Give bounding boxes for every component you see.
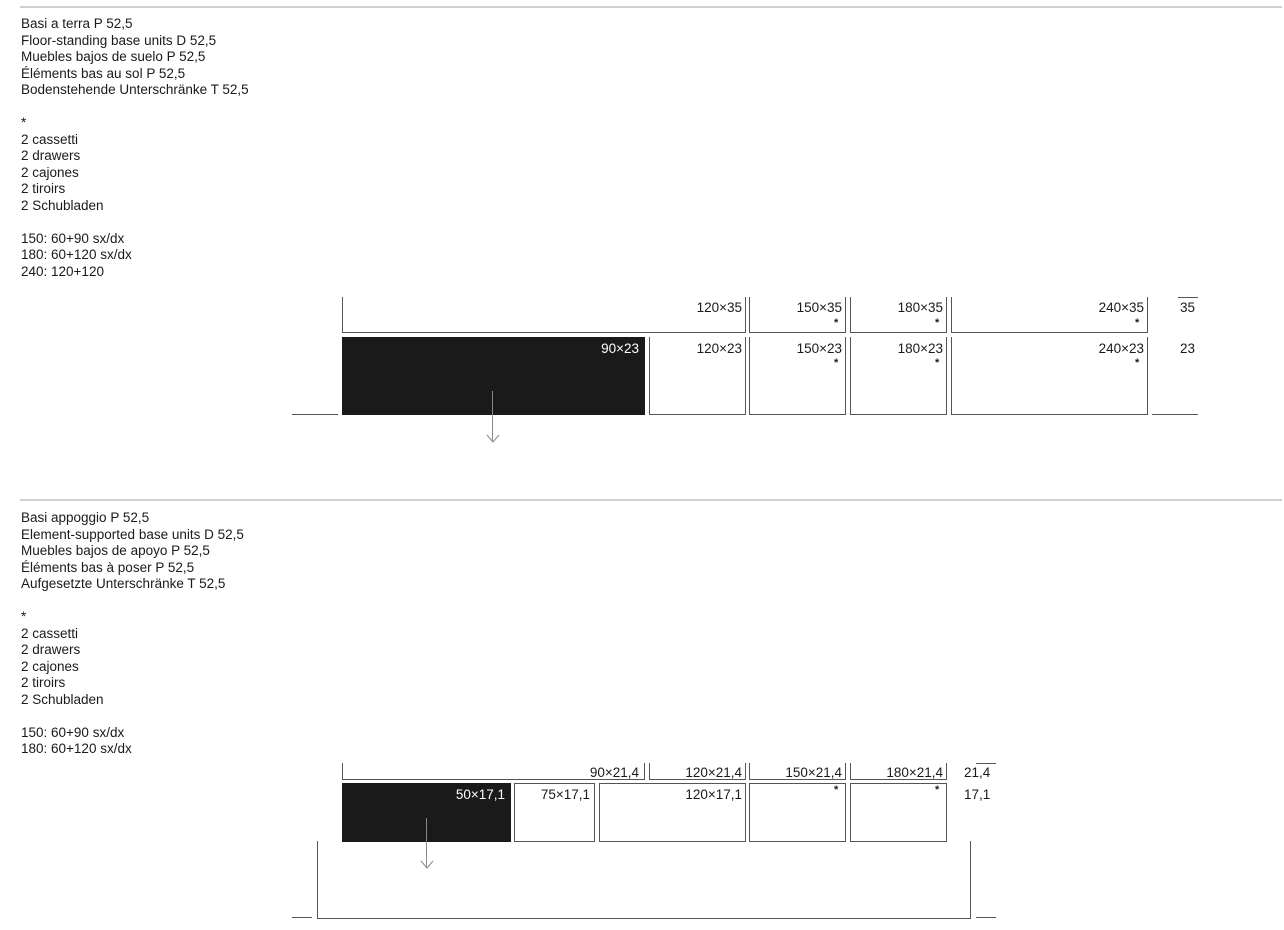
arrow-down-icon: [417, 818, 437, 872]
highlighted-unit-90x23: [342, 337, 645, 415]
highlight-label: 50×17,1: [455, 787, 505, 802]
unit-180x21-4: [850, 763, 947, 780]
drawer-line: 2 cajones: [21, 658, 79, 674]
height-label: 35: [1180, 300, 1196, 315]
note-marker: *: [21, 115, 27, 130]
height-label: 23: [1180, 341, 1196, 356]
unit-120x23: [649, 337, 746, 415]
dimension-label: 120×35: [696, 300, 742, 315]
arrow-down-icon: [483, 391, 503, 445]
title-line: Éléments bas à poser P 52,5: [21, 559, 195, 575]
drawer-line: 2 drawers: [21, 148, 81, 163]
height-label: 21,4: [964, 765, 991, 780]
drawer-marker: *: [834, 784, 839, 796]
title-line: Muebles bajos de suelo P 52,5: [21, 49, 206, 64]
title-line: Basi a terra P 52,5: [21, 16, 133, 31]
drawer-marker: *: [935, 784, 940, 796]
title-line: Basi appoggio P 52,5: [21, 510, 150, 525]
dimension-label: 150×35: [796, 300, 842, 315]
dimension-label: 120×17,1: [685, 787, 742, 802]
dimension-label: 180×23: [897, 341, 943, 356]
dimension-label: 75×17,1: [540, 787, 590, 802]
floor-line: [292, 917, 312, 918]
drawer-line: 2 drawers: [21, 642, 81, 657]
drawer-line: 2 cassetti: [21, 625, 79, 641]
config-line: 150: 60+90 sx/dx: [21, 724, 125, 740]
section1-text: Basi a terra P 52,5 Floor-standing base …: [21, 16, 249, 280]
section-divider: [20, 499, 1282, 501]
height-label: 17,1: [964, 787, 991, 802]
drawer-line: 2 cajones: [21, 164, 79, 180]
supporting-element: [317, 841, 971, 919]
section2-text: Basi appoggio P 52,5 Element-supported b…: [21, 510, 244, 758]
title-line: Muebles bajos de apoyo P 52,5: [21, 543, 210, 558]
floor-line: [1152, 414, 1198, 415]
dimension-label: 150×23: [796, 341, 842, 356]
title-line: Floor-standing base units D 52,5: [21, 32, 217, 48]
drawer-marker: *: [834, 317, 839, 329]
title-line: Éléments bas au sol P 52,5: [21, 65, 186, 81]
drawer-marker: *: [935, 317, 940, 329]
config-line: 180: 60+120 sx/dx: [21, 247, 132, 262]
drawer-line: 2 tiroirs: [21, 181, 66, 196]
dimension-label: 180×21,4: [886, 765, 943, 780]
config-line: 180: 60+120 sx/dx: [21, 741, 132, 756]
dimension-label: 150×21,4: [785, 765, 842, 780]
unit-240x35: [951, 297, 1148, 333]
floor-line: [976, 917, 996, 918]
drawer-line: 2 cassetti: [21, 131, 79, 147]
dimension-label: 120×21,4: [685, 765, 742, 780]
height-tick: [976, 763, 996, 764]
unit-180x23: [850, 337, 947, 415]
note-marker: *: [21, 609, 27, 624]
dimension-label: 240×23: [1098, 341, 1144, 356]
title-line: Element-supported base units D 52,5: [21, 526, 244, 542]
drawer-line: 2 Schubladen: [21, 691, 104, 707]
unit-120x17-1: [599, 783, 746, 842]
drawer-marker: *: [935, 357, 940, 369]
floor-line: [292, 414, 338, 415]
unit-90x21-4: [342, 763, 645, 780]
dimension-label: 120×23: [696, 341, 742, 356]
dimension-label: 240×35: [1098, 300, 1144, 315]
unit-120x21-4: [649, 763, 746, 780]
unit-150x35: [749, 297, 846, 333]
dimension-label: 90×21,4: [589, 765, 639, 780]
unit-75x17-1: [514, 783, 595, 842]
unit-150x17-1: [749, 783, 846, 842]
config-line: 240: 120+120: [21, 263, 104, 279]
unit-180x35: [850, 297, 947, 333]
unit-240x23: [951, 337, 1148, 415]
section-divider: [20, 6, 1282, 8]
config-line: 150: 60+90 sx/dx: [21, 230, 125, 246]
height-tick: [1178, 297, 1198, 298]
dimension-label: 180×35: [897, 300, 943, 315]
unit-180x17-1: [850, 783, 947, 842]
title-line: Bodenstehende Unterschränke T 52,5: [21, 82, 249, 97]
title-line: Aufgesetzte Unterschränke T 52,5: [21, 576, 226, 591]
drawer-marker: *: [1135, 357, 1140, 369]
unit-150x21-4: [749, 763, 846, 780]
unit-150x23: [749, 337, 846, 415]
drawer-line: 2 Schubladen: [21, 197, 104, 213]
drawer-marker: *: [834, 357, 839, 369]
drawer-line: 2 tiroirs: [21, 675, 66, 690]
highlight-label: 90×23: [601, 341, 639, 356]
drawer-marker: *: [1135, 317, 1140, 329]
unit-120x35: [342, 297, 746, 333]
